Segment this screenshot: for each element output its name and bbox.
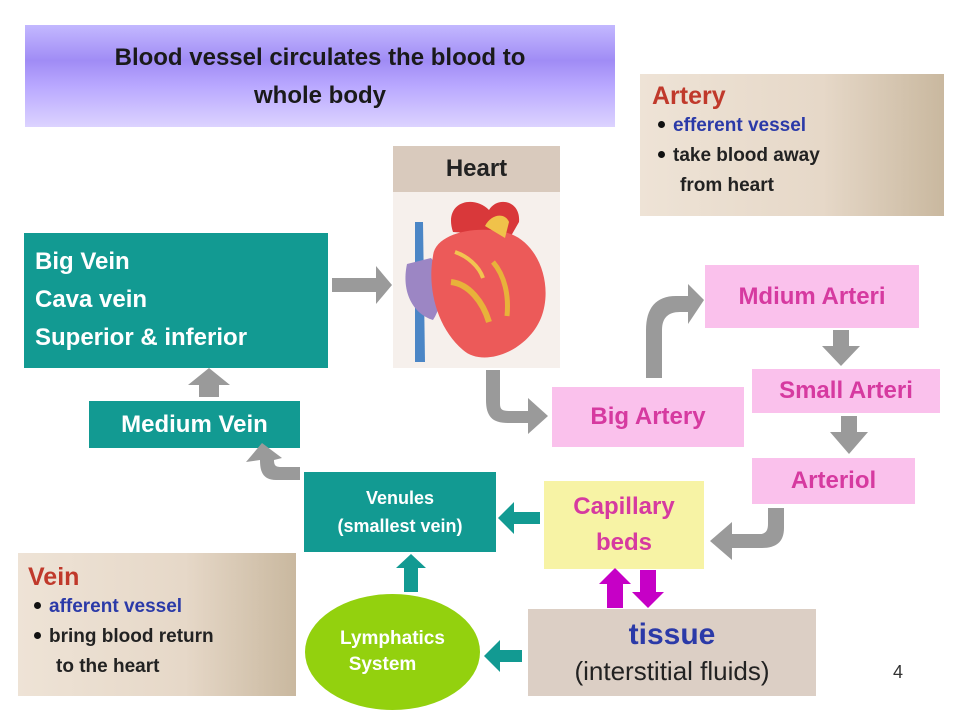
- curved-arrow-icon: [710, 508, 784, 560]
- title-line-1: Blood vessel circulates the blood to: [114, 44, 526, 71]
- vein-note-item: afferent vessel: [28, 592, 296, 622]
- capillary-beds-box: Capillary beds: [544, 481, 704, 569]
- heart-label: Heart: [445, 155, 508, 182]
- arrow-up-icon: [188, 368, 230, 397]
- vein-note-item: bring blood return: [28, 622, 296, 652]
- big-artery-label: Big Artery: [590, 403, 706, 430]
- big-vein-box: Big Vein Cava vein Superior & inferior: [24, 233, 328, 368]
- heart-icon: [405, 201, 546, 362]
- venules-line-2: (smallest vein): [337, 516, 463, 536]
- title-banner: Blood vessel circulates the blood to who…: [25, 25, 615, 127]
- curved-arrow-icon: [246, 443, 300, 480]
- bullet-icon: [34, 631, 41, 639]
- capillary-line-1: Capillary: [573, 493, 675, 520]
- curved-arrow-icon: [486, 370, 548, 434]
- vein-note: Vein afferent vessel bring blood return …: [18, 553, 296, 696]
- artery-note: Artery efferent vessel take blood away f…: [640, 74, 944, 216]
- bullet-icon: [658, 150, 665, 158]
- small-artery-label: Small Arteri: [779, 377, 913, 404]
- arrow-left-icon: [484, 640, 522, 672]
- page-number: 4: [893, 662, 904, 682]
- curved-arrow-icon: [646, 284, 704, 378]
- arrow-down-icon: [830, 416, 868, 454]
- vein-note-heading: Vein: [28, 563, 80, 591]
- small-artery-box: Small Arteri: [752, 369, 940, 413]
- arrow-down-icon: [822, 330, 860, 366]
- arrow-right-icon: [332, 266, 392, 304]
- venules-line-1: Venules: [365, 488, 435, 508]
- tissue-line-1: tissue: [628, 618, 716, 651]
- big-artery-box: Big Artery: [552, 387, 744, 447]
- medium-vein-box: Medium Vein: [89, 401, 300, 448]
- arteriol-label: Arteriol: [790, 467, 877, 494]
- medium-vein-label: Medium Vein: [121, 410, 268, 438]
- arteriol-box: Arteriol: [752, 458, 915, 504]
- medium-artery-box: Mdium Arteri: [705, 265, 919, 328]
- lymphatics-line-2: System: [348, 654, 417, 675]
- vein-note-item: to the heart: [56, 656, 160, 677]
- tissue-box: tissue (interstitial fluids): [528, 609, 816, 696]
- artery-note-item: take blood away: [652, 141, 944, 171]
- lymphatics-line-1: Lymphatics: [340, 628, 445, 649]
- artery-note-item: from heart: [680, 175, 774, 196]
- tissue-line-2: (interstitial fluids): [574, 656, 770, 686]
- bullet-icon: [658, 120, 665, 128]
- big-vein-line-3: Superior & inferior: [35, 324, 248, 351]
- medium-artery-label: Mdium Arteri: [738, 282, 886, 310]
- heart-label-box: Heart: [393, 146, 560, 192]
- arrow-left-icon: [498, 502, 540, 534]
- arrow-up-icon: [599, 568, 631, 608]
- arrow-down-icon: [632, 570, 664, 608]
- venules-box: Venules (smallest vein): [304, 472, 496, 552]
- bullet-icon: [34, 601, 41, 609]
- artery-note-item: efferent vessel: [652, 111, 944, 141]
- title-line-2: whole body: [254, 82, 386, 109]
- arrow-up-icon: [396, 554, 426, 592]
- big-vein-line-1: Big Vein: [35, 248, 130, 275]
- big-vein-line-2: Cava vein: [35, 286, 148, 313]
- lymphatics-ellipse: Lymphatics System: [305, 594, 480, 710]
- capillary-line-2: beds: [595, 529, 652, 556]
- heart-image: [393, 192, 560, 368]
- artery-note-heading: Artery: [652, 82, 726, 110]
